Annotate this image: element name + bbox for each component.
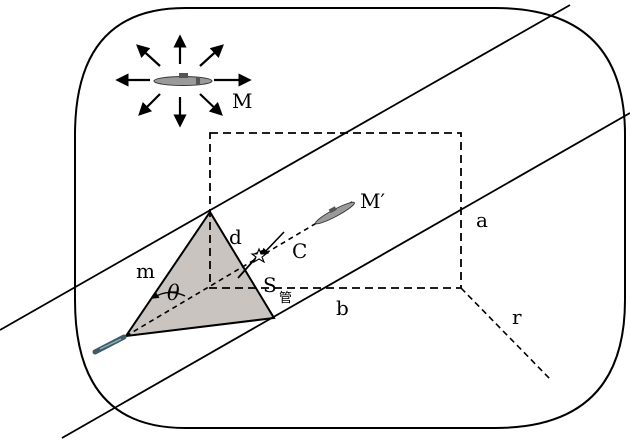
theta-arc	[151, 291, 186, 299]
star-icon	[250, 247, 268, 264]
corridor-lower-line	[61, 112, 630, 439]
label-m-prime: M′	[360, 189, 385, 213]
label-s-subscript: 管	[279, 291, 292, 306]
dashed-track-line	[125, 201, 353, 337]
label-theta: θ	[167, 281, 180, 305]
outer-search-boundary	[74, 7, 626, 429]
label-d: d	[229, 225, 242, 249]
submarine-m-prime-icon	[315, 201, 355, 225]
radiating-arrows-icon	[115, 34, 252, 128]
corridor-upper-line	[0, 4, 571, 331]
detection-sector	[123, 210, 276, 338]
sensor-icon	[92, 334, 127, 355]
arrow-from-c	[260, 231, 285, 257]
label-s: S	[263, 273, 277, 297]
label-a: a	[476, 208, 488, 232]
label-m-distance: m	[136, 259, 155, 283]
dashed-radius-r	[460, 287, 552, 381]
submarine-m-icon	[153, 73, 213, 86]
label-m-target: M	[232, 89, 252, 113]
label-c: C	[292, 239, 307, 263]
label-r: r	[512, 305, 522, 329]
label-b: b	[336, 296, 349, 320]
